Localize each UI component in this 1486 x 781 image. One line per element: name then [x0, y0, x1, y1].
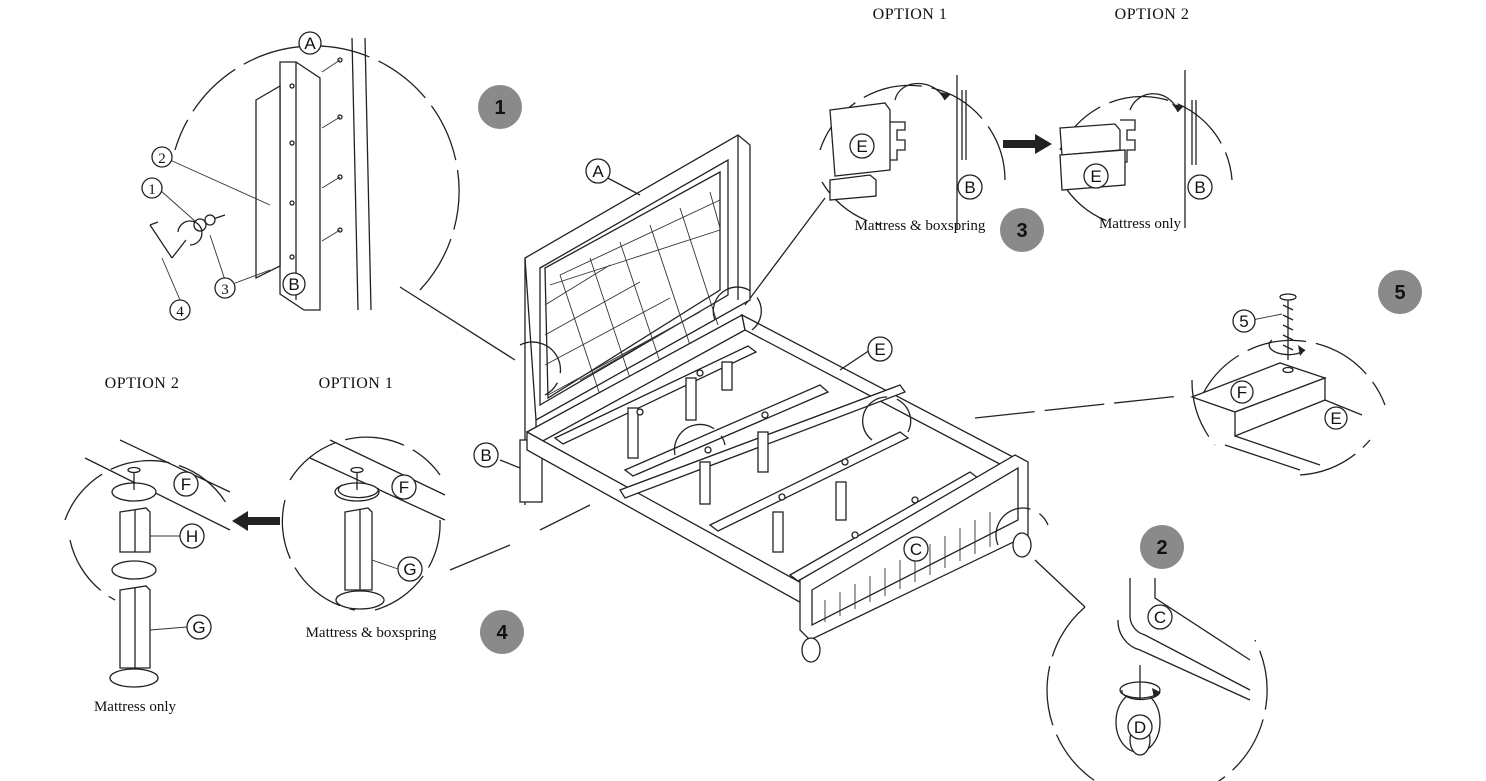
svg-text:E: E — [1330, 409, 1341, 428]
svg-text:4: 4 — [176, 304, 184, 320]
label-h-opt2-left: H — [179, 523, 205, 549]
step-badge-2: 2 — [1140, 525, 1184, 569]
label-hw5-detail5: 5 — [1232, 309, 1256, 333]
svg-text:A: A — [304, 34, 316, 53]
label-f-detail5: F — [1230, 380, 1254, 404]
label-f-opt1-left: F — [391, 474, 417, 500]
svg-text:C: C — [1154, 608, 1166, 627]
svg-text:D: D — [1134, 718, 1146, 737]
detail-2-foot: C D 2 — [1046, 525, 1268, 781]
svg-text:H: H — [186, 527, 198, 546]
foot-right — [1012, 532, 1032, 558]
caption-left-option1: Mattress & boxspring — [306, 625, 437, 641]
label-d-detail2: D — [1127, 714, 1153, 740]
svg-text:B: B — [480, 446, 491, 465]
label-a-detail1: A — [298, 31, 322, 55]
caption-top-option1: Mattress & boxspring — [855, 218, 986, 234]
svg-text:E: E — [874, 340, 885, 359]
option1-circle-left — [289, 436, 441, 481]
svg-text:2: 2 — [1156, 537, 1167, 559]
detail-2-circle — [1046, 606, 1268, 781]
label-b-detail1: B — [282, 272, 306, 296]
label-c-main: C — [903, 536, 929, 562]
detail-1-headboard-bolt: A B 2 1 3 4 1 — [141, 31, 522, 361]
label-e-main: E — [867, 336, 893, 362]
svg-text:G: G — [192, 618, 205, 637]
foot-left — [801, 637, 821, 663]
label-hw2-detail1: 2 — [151, 146, 173, 168]
svg-text:E: E — [856, 137, 867, 156]
svg-text:B: B — [964, 178, 975, 197]
detail-1-circle — [174, 45, 460, 291]
svg-text:3: 3 — [221, 282, 229, 298]
option1-title-left: OPTION 1 — [319, 375, 394, 392]
label-a-main: A — [585, 158, 611, 184]
label-hw4-detail1: 4 — [169, 299, 191, 321]
option2-title-top: OPTION 2 — [1115, 6, 1190, 23]
detail-5-circle — [1199, 339, 1386, 406]
svg-text:E: E — [1090, 167, 1101, 186]
tufting — [544, 191, 721, 396]
step-badge-5: 5 — [1378, 270, 1422, 314]
svg-text:2: 2 — [158, 151, 166, 167]
label-c-detail2: C — [1147, 604, 1173, 630]
caption-top-option2: Mattress only — [1099, 216, 1182, 232]
bed-main: A B E C — [449, 134, 1086, 663]
label-e-opt1: E — [849, 133, 875, 159]
label-e-opt2: E — [1083, 163, 1109, 189]
footboard-fluting — [824, 512, 991, 622]
option2-title-left: OPTION 2 — [105, 375, 180, 392]
bolt-holes — [289, 57, 343, 260]
svg-text:1: 1 — [494, 97, 505, 119]
label-g-opt2-left: G — [186, 614, 212, 640]
label-hw3-detail1: 3 — [214, 277, 236, 299]
caption-left-option2: Mattress only — [94, 699, 177, 715]
svg-text:F: F — [1237, 383, 1247, 402]
label-hw1-detail1: 1 — [141, 177, 163, 199]
svg-text:5: 5 — [1239, 312, 1248, 331]
step-badge-3: 3 — [1000, 208, 1044, 252]
svg-text:1: 1 — [148, 182, 156, 198]
step-badge-1: 1 — [478, 85, 522, 129]
svg-text:F: F — [181, 475, 191, 494]
step-badge-4: 4 — [480, 610, 524, 654]
detail-4-center-support: OPTION 2 OPTION 1 F G Mattress & boxspri… — [64, 375, 524, 715]
label-f-opt2-left: F — [173, 471, 199, 497]
option2-circle-left — [64, 459, 231, 521]
label-b-opt2: B — [1187, 174, 1213, 200]
svg-text:B: B — [288, 275, 299, 294]
headboard — [524, 134, 751, 422]
option1-title-top: OPTION 1 — [873, 6, 948, 23]
label-g-opt1-left: G — [397, 556, 423, 582]
detail-3-rail-bracket: OPTION 1 OPTION 2 E B Mattress & boxspri… — [744, 6, 1233, 306]
option2-circle-top — [1059, 95, 1233, 181]
option-arrow-left — [232, 511, 280, 531]
svg-text:B: B — [1194, 178, 1205, 197]
svg-text:C: C — [910, 540, 922, 559]
detail-5-slat-screw: 5 F E 5 — [974, 270, 1422, 476]
svg-text:G: G — [403, 560, 416, 579]
label-b-main: B — [473, 442, 499, 468]
detail-1-leader — [399, 286, 516, 361]
label-b-opt1: B — [957, 174, 983, 200]
svg-text:4: 4 — [496, 622, 508, 644]
svg-text:A: A — [592, 162, 604, 181]
svg-text:F: F — [399, 478, 409, 497]
label-e-detail5: E — [1324, 406, 1348, 430]
option-arrow-top — [1003, 134, 1052, 154]
svg-text:5: 5 — [1394, 282, 1405, 304]
svg-text:3: 3 — [1016, 220, 1027, 242]
